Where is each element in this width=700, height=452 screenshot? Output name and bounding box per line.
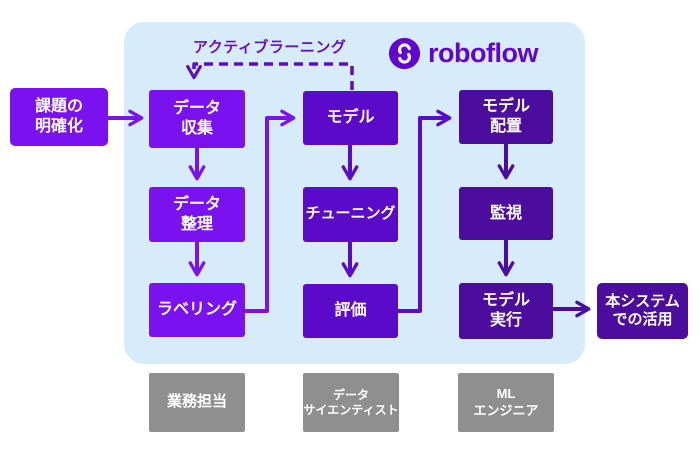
role-ml-engineer: ML エンジニア (458, 373, 554, 432)
roboflow-logo: roboflow (388, 37, 538, 70)
node-tuning: チューニング (303, 187, 398, 242)
node-model-execution: モデル 実行 (459, 283, 553, 339)
roboflow-logo-icon (388, 37, 421, 70)
node-evaluation: 評価 (303, 284, 398, 338)
node-labeling: ラベリング (149, 283, 245, 337)
node-monitoring: 監視 (459, 187, 553, 240)
role-business-staff: 業務担当 (149, 373, 245, 432)
node-problem-definition: 課題の 明確化 (10, 88, 108, 146)
node-data-collection: データ 収集 (149, 90, 245, 148)
node-data-organization: データ 整理 (149, 187, 245, 242)
node-model: モデル (303, 91, 398, 145)
role-data-scientist: データ サイエンティスト (303, 373, 399, 432)
node-model-deployment: モデル 配置 (459, 90, 553, 144)
active-learning-label: アクティブラーニング (193, 39, 347, 56)
roboflow-logo-text: roboflow (428, 38, 538, 68)
node-system-utilization: 本システム での活用 (597, 283, 688, 339)
